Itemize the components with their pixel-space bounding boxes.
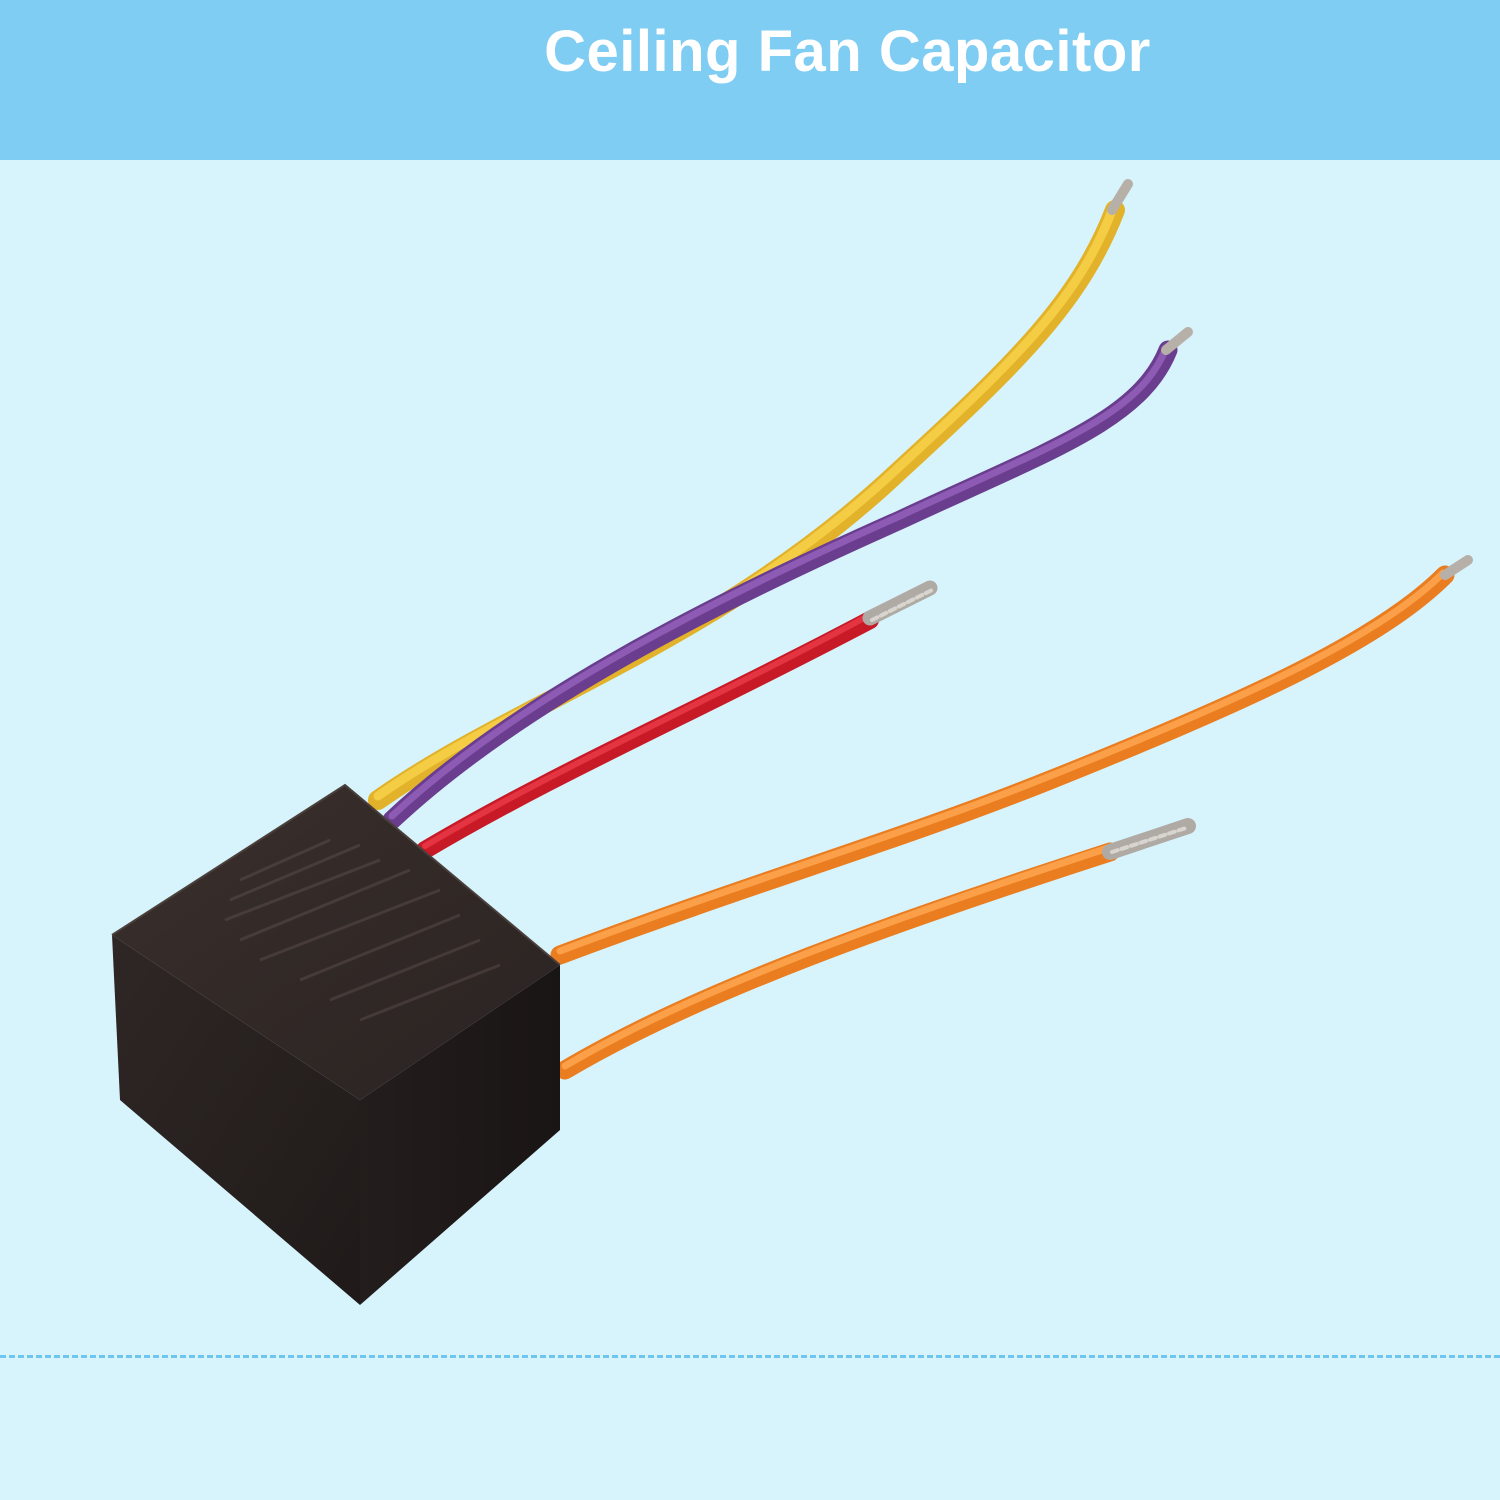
page-title: Ceiling Fan Capacitor <box>544 19 1151 84</box>
capacitor-label-embossing <box>224 838 501 1022</box>
header-banner: Ceiling Fan Capacitor <box>0 0 1500 160</box>
purple-wire <box>382 327 1193 830</box>
yellow-wire <box>368 179 1133 810</box>
dashed-divider <box>0 1355 1500 1358</box>
capacitor-body <box>111 783 561 1305</box>
orange-wire-lower <box>555 818 1196 1080</box>
orange-wire-upper <box>550 555 1473 965</box>
red-wire <box>416 580 938 859</box>
product-photo <box>111 179 1473 1305</box>
